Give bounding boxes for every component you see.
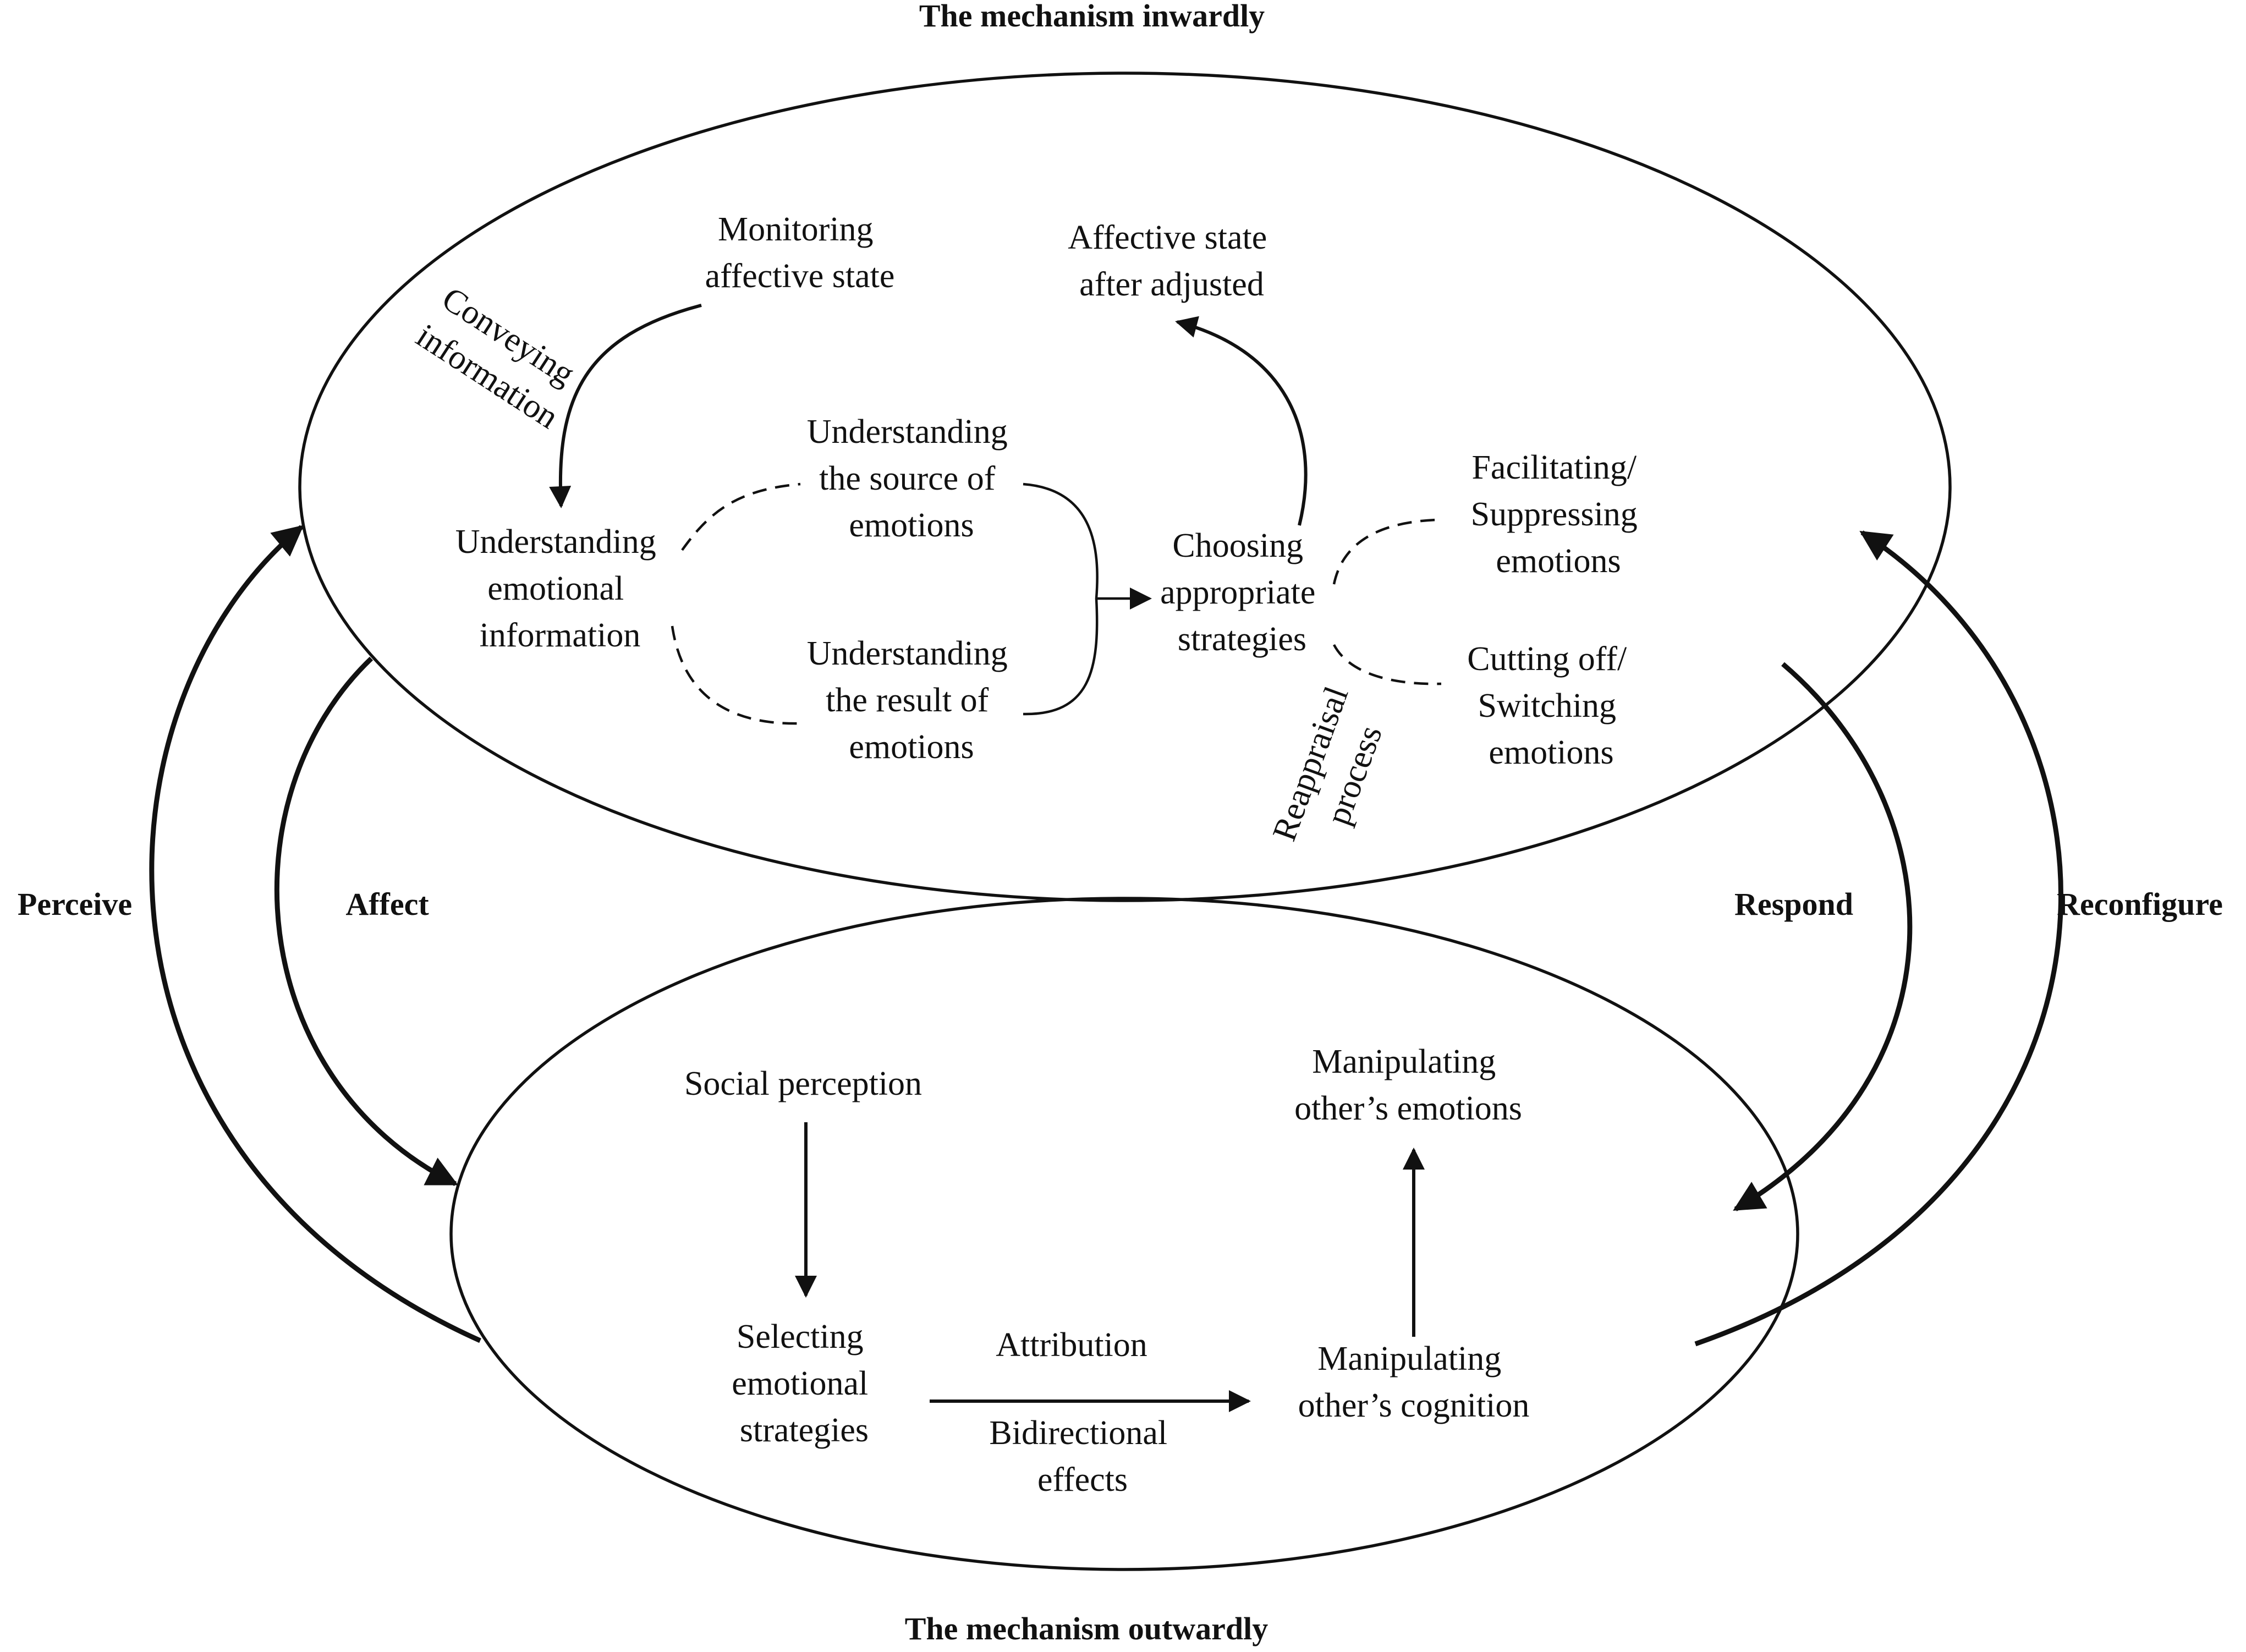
social-perception: Social perception	[684, 1065, 922, 1102]
affective-state-adjusted: Affective state after adjusted	[1068, 219, 1276, 303]
label-respond: Respond	[1734, 886, 1853, 922]
label-reconfigure: Reconfigure	[2057, 886, 2223, 922]
inward-ellipse	[298, 72, 1952, 902]
dashed-info-to-result	[671, 625, 801, 725]
respond-arrow	[1733, 662, 1913, 1211]
monitoring-affective-state: Monitoring affective state	[705, 211, 895, 295]
selecting-emotional-strategies: Selecting emotional strategies	[732, 1318, 876, 1449]
choosing-strategies: Choosing appropriate strategies	[1160, 527, 1324, 658]
reappraisal-process: Reappraisal process	[1265, 674, 1401, 861]
monitoring-to-understanding-arrow	[549, 304, 702, 508]
reconfigure-arrow	[1694, 530, 2063, 1347]
manipulating-emotions: Manipulating other’s emotions	[1294, 1043, 1522, 1127]
understanding-emotional-information: Understanding emotional information	[455, 523, 665, 654]
bidirectional-effects: Bidirectional effects	[989, 1414, 1176, 1499]
understanding-source: Understanding the source of emotions	[807, 413, 1017, 544]
attribution: Attribution	[996, 1326, 1147, 1364]
choosing-to-adjusted-arrow	[1175, 316, 1308, 526]
label-perceive: Perceive	[18, 886, 132, 922]
manipulating-cognition: Manipulating other’s cognition	[1298, 1340, 1530, 1424]
dashed-choosing-to-facilitating	[1332, 518, 1436, 585]
dashed-info-to-source	[681, 482, 801, 551]
facilitating-suppressing: Facilitating/ Suppressing emotions	[1471, 449, 1646, 580]
dashed-choosing-to-cutting	[1333, 644, 1442, 685]
outward-ellipse	[449, 897, 1799, 1571]
source-result-bracket	[1023, 482, 1099, 716]
conveying-information: Conveying information	[410, 279, 590, 436]
title-inward: The mechanism inwardly	[919, 0, 1265, 34]
understanding-result: Understanding the result of emotions	[807, 635, 1017, 766]
label-affect: Affect	[345, 886, 429, 922]
cutting-switching: Cutting off/ Switching emotions	[1467, 640, 1635, 771]
perceive-arrow	[149, 525, 481, 1343]
affect-arrow	[274, 656, 459, 1187]
title-outward: The mechanism outwardly	[905, 1611, 1268, 1646]
